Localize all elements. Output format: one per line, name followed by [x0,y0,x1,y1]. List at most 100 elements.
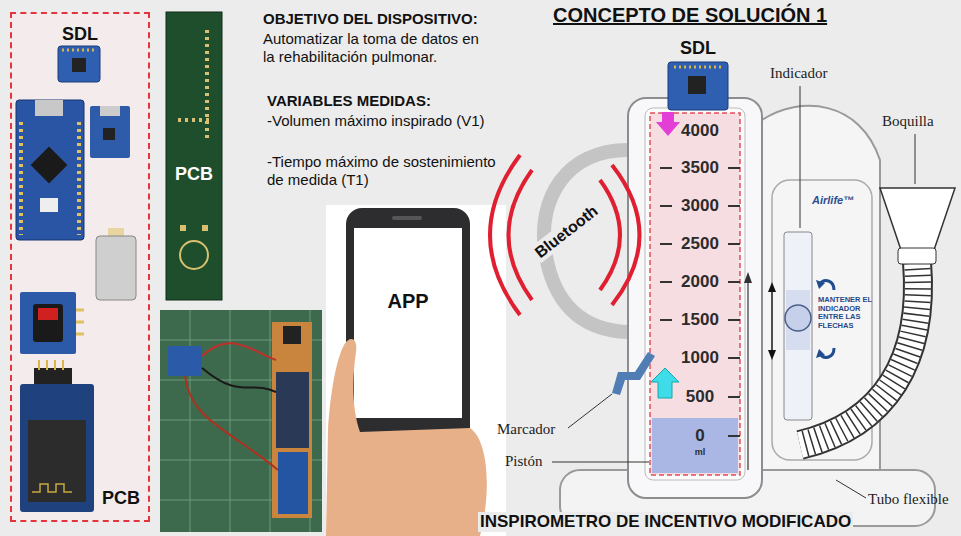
photo-ground [326,205,506,536]
scale-number: 2500 [670,234,730,254]
pink-arrow [656,112,680,136]
cyan-arrow [651,368,679,398]
scale-number: 1500 [670,310,730,330]
phone-screen: APP [354,228,466,418]
pcb-board [166,12,222,300]
arduino-board [278,452,308,514]
indicator-window [784,232,812,420]
pad [180,225,186,231]
pin-row [19,122,23,235]
switch-mark [38,308,58,320]
mcu-chip [31,147,68,184]
mouthpiece [880,188,955,250]
objective-text: Automatizar la toma de datos en la rehab… [263,30,488,66]
mouthpiece-collar [898,248,936,264]
usb-port [100,106,120,116]
wireless-waves [600,165,640,305]
flexible-tube [800,262,918,445]
arrow-head [816,280,825,289]
rocker-switch [33,304,63,342]
range-arrow [771,288,772,354]
leader-line [552,86,915,498]
switch-board [20,292,76,354]
bluetooth-board [20,384,94,512]
arrow-head [768,282,776,360]
scale-number: 500 [680,387,720,407]
pin-row [674,66,722,69]
pin-row [62,49,96,52]
bluetooth-module [276,372,309,448]
spirometer-column [628,98,762,498]
hand [326,339,487,536]
slide-caption: INSPIROMETRO DE INCENTIVO MODIFICADO [478,512,853,532]
pcb-board: PCB [166,12,226,300]
part-label: Boquilla [882,112,934,130]
pin-row [39,360,63,370]
slide-title: CONCEPTO DE SOLUCIÓN 1 [553,4,827,27]
mat-grid [160,310,322,532]
wire [202,343,276,360]
sensor-module: SDL [660,38,740,112]
scale-number: 3000 [670,196,730,216]
pin-row [76,310,84,334]
sensor-chip [688,76,706,94]
indicator-band [786,290,810,350]
header [34,368,72,386]
piston [652,418,738,473]
variable-text: -Volumen máximo inspirado (V1) [267,112,502,130]
indicator-ball [785,305,811,331]
cutting-mat [160,310,322,532]
wire [185,376,278,470]
part-label: Pistón [505,452,543,470]
component-panel: SDL PCB [10,12,150,522]
reset-button [40,198,58,212]
scale-region [650,113,740,475]
wire [202,368,276,392]
flexible-tube [800,262,918,445]
charger-board [168,346,202,376]
module-heading: SDL [660,38,736,59]
arduino-board [16,100,84,240]
arrow-head [816,349,825,358]
variable-text: -Tiempo máximo de sostenimiento de medid… [267,153,502,189]
wireless-waves [490,155,532,315]
charger-board [90,106,130,158]
wireless-label: Bluetooth [529,200,603,264]
phone-speaker [392,216,422,220]
scale-number: 4000 [670,121,730,141]
instruction-text: MANTENER EL INDICADOR ENTRE LAS FLECHAS [818,296,874,331]
panel-ground [10,12,150,522]
tube-ribs [800,262,918,445]
scale-number: 0 [670,426,730,446]
pad-row [205,30,209,140]
antenna-trace [32,484,72,492]
part-label: Marcador [497,420,555,438]
pad [202,225,208,231]
phone-screen [354,228,462,418]
unit-label: ml [685,447,715,458]
panel-heading: PCB [94,488,148,509]
perfboard [272,322,312,518]
phone-body [346,208,470,444]
part-label: Tubo flexible [868,490,949,508]
sensor-board [668,62,728,110]
scale-number: 2000 [670,272,730,292]
scale-number: 1000 [670,348,730,368]
pad-row [178,118,212,122]
sensor-board [58,46,100,82]
panel-heading: SDL [12,24,148,45]
scale-number: 3500 [670,158,730,178]
battery [96,236,136,300]
part-label: Indicador [770,64,827,82]
charger-chip [103,128,115,140]
button-footprint [180,241,208,269]
app-label: APP [354,290,462,313]
brand-label: Airlife™ [812,194,854,207]
pcb-label: PCB [166,164,222,185]
rise-arrow [747,275,748,470]
heading-text: OBJETIVO DEL DISPOSITIVO: [263,10,523,28]
push-button [283,326,301,344]
bluetooth-module [28,420,86,502]
pin-row [77,122,81,235]
